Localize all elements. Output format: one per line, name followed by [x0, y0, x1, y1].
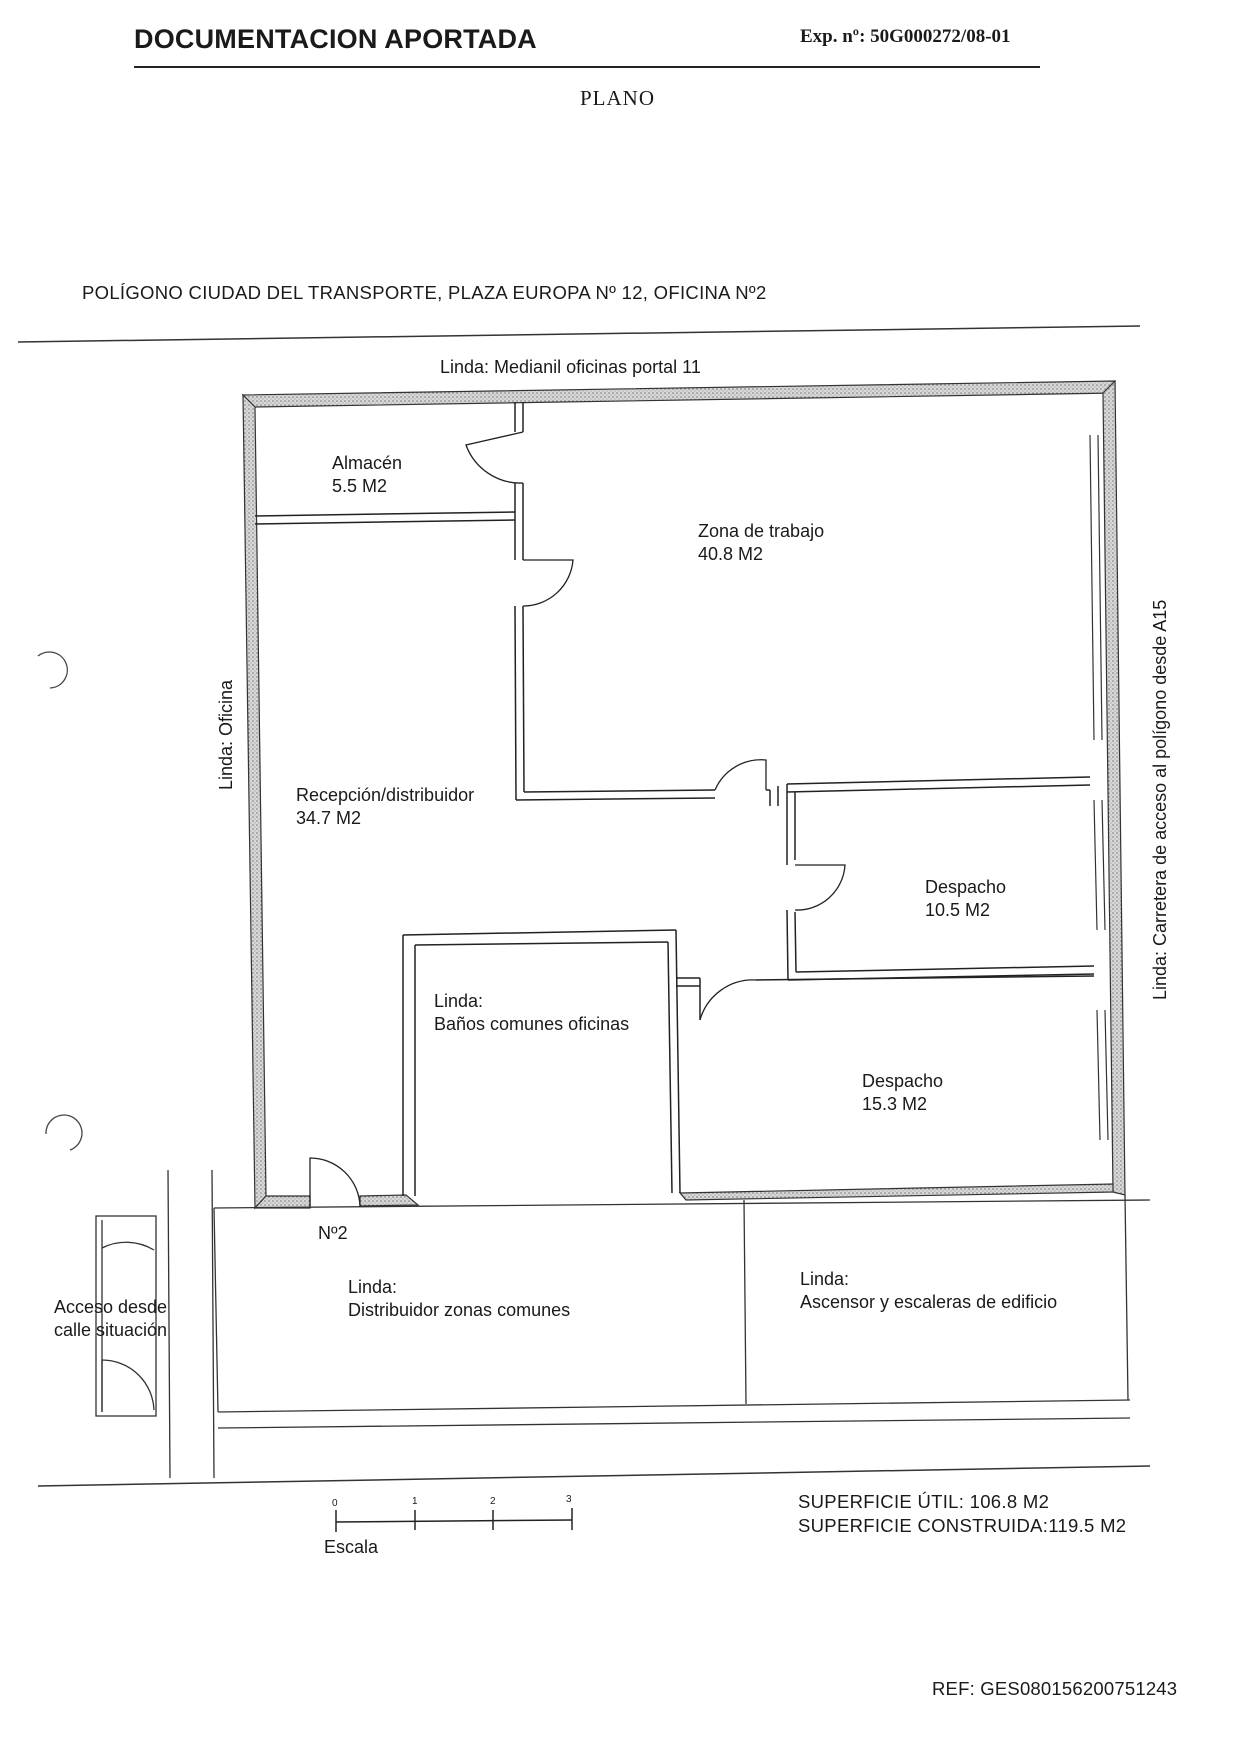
- scale-tick-2: 2: [490, 1496, 496, 1507]
- room-zona-trabajo: Zona de trabajo 40.8 M2: [698, 520, 824, 566]
- boundary-right-label: Linda: Carretera de acceso al polígono d…: [1150, 599, 1170, 1000]
- entrance-number: Nº2: [318, 1223, 348, 1243]
- boundary-name: Distribuidor zonas comunes: [348, 1300, 571, 1320]
- top-separator-line: [17, 325, 1141, 343]
- scan-margin-marks: [37, 651, 83, 1151]
- room-area: 34.7 M2: [296, 808, 362, 828]
- expediente-number: Exp. nº: 50G000272/08-01: [800, 26, 1011, 47]
- room-area: 15.3 M2: [862, 1094, 928, 1114]
- boundary-top-label: Linda: Medianil oficinas portal 11: [440, 357, 701, 377]
- boundary-name: Baños comunes oficinas: [434, 1014, 630, 1034]
- surface-util: SUPERFICIE ÚTIL: 106.8 M2: [798, 1491, 1050, 1512]
- room-area: 40.8 M2: [698, 544, 764, 564]
- boundary-prefix: Linda:: [434, 991, 484, 1011]
- bottom-separator-line: [37, 1465, 1151, 1487]
- interior-walls: [254, 402, 1095, 1196]
- boundary-left-label: Linda: Oficina: [216, 679, 236, 790]
- access-line-2: calle situación: [54, 1320, 168, 1340]
- room-name: Zona de trabajo: [698, 521, 825, 541]
- boundary-name: Ascensor y escaleras de edificio: [800, 1292, 1058, 1312]
- access-line-1: Acceso desde: [54, 1297, 168, 1317]
- room-despacho-2: Despacho 15.3 M2: [862, 1070, 943, 1116]
- room-name: Recepción/distribuidor: [296, 785, 475, 805]
- outer-walls: [241, 379, 1126, 1210]
- street-access-label: Acceso desde calle situación: [54, 1296, 167, 1342]
- document-header-title: DOCUMENTACION APORTADA: [134, 24, 537, 54]
- room-banos-comunes: Linda: Baños comunes oficinas: [434, 990, 629, 1036]
- room-despacho-1: Despacho 10.5 M2: [925, 876, 1006, 922]
- document-title: PLANO: [580, 86, 656, 110]
- right-wall-windows: [1089, 434, 1109, 1141]
- scale-tick-3: 3: [566, 1494, 572, 1505]
- scale-label: Escala: [324, 1537, 379, 1557]
- scale-tick-0: 0: [332, 1498, 338, 1509]
- room-almacen: Almacén 5.5 M2: [332, 452, 402, 498]
- outside-areas: [95, 1169, 1151, 1479]
- room-name: Almacén: [332, 453, 403, 473]
- area-ascensor-escaleras: Linda: Ascensor y escaleras de edificio: [800, 1268, 1057, 1314]
- room-area: 10.5 M2: [925, 900, 991, 920]
- doors: [309, 431, 846, 1208]
- area-distribuidor-zonas-comunes: Linda: Distribuidor zonas comunes: [348, 1276, 570, 1322]
- surface-construida: SUPERFICIE CONSTRUIDA:119.5 M2: [798, 1515, 1127, 1536]
- boundary-prefix: Linda:: [800, 1269, 850, 1289]
- room-name: Despacho: [862, 1071, 944, 1091]
- property-address: POLÍGONO CIUDAD DEL TRANSPORTE, PLAZA EU…: [82, 282, 767, 303]
- room-name: Despacho: [925, 877, 1007, 897]
- room-recepcion: Recepción/distribuidor 34.7 M2: [296, 784, 474, 830]
- boundary-prefix: Linda:: [348, 1277, 398, 1297]
- scale-bar: [335, 1508, 573, 1532]
- document-reference: REF: GES080156200751243: [932, 1678, 1178, 1699]
- scale-tick-1: 1: [412, 1496, 418, 1507]
- room-area: 5.5 M2: [332, 476, 388, 496]
